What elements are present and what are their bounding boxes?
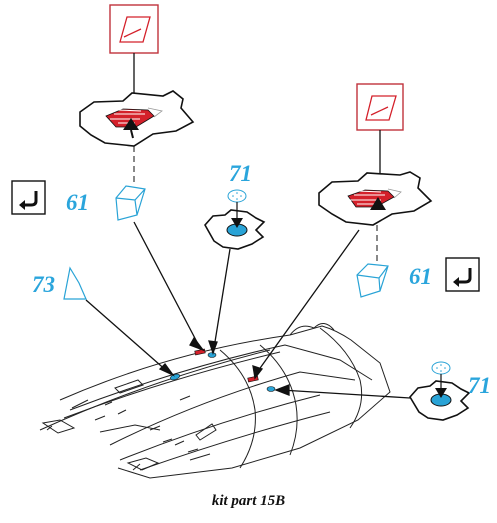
part-73 [63,266,87,300]
part-71-right [409,361,471,421]
part-71-top [204,189,266,250]
return-box-left [11,180,46,215]
label-71-right: 71 [468,373,491,398]
plate-right [318,171,433,226]
return-arrow-icon [22,191,38,207]
kit-part-caption: kit part 15B [211,493,286,509]
return-box-right [445,257,480,292]
part-61-right [356,263,389,298]
leader-lines [85,221,411,399]
label-73: 73 [32,272,55,297]
label-61-right: 61 [409,264,432,289]
detail-box-left [109,4,159,112]
part-61-left [115,185,146,221]
plate-left [79,90,195,147]
label-61-left: 61 [66,190,89,215]
red-part-detail-icon [119,16,151,43]
fuselage [39,323,391,479]
label-71-top: 71 [229,161,252,186]
detail-box-right [356,83,404,188]
